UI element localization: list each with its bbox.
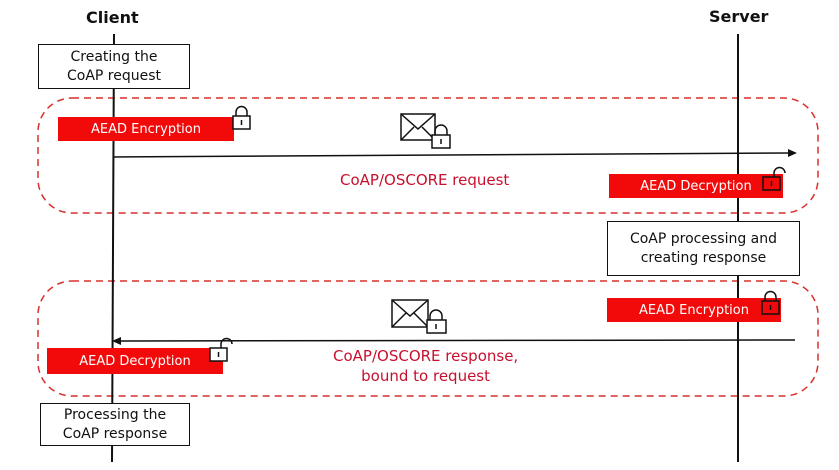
response-envelope-icon xyxy=(391,299,429,328)
create-request-box: Creating the CoAP request xyxy=(38,44,190,89)
request-encryption-label: AEAD Encryption xyxy=(58,117,234,141)
request-arrowhead xyxy=(788,149,797,157)
request-envelope-lock-icon xyxy=(431,124,451,149)
request-message-label: CoAP/OSCORE request xyxy=(340,171,510,189)
response-decryption-label: AEAD Decryption xyxy=(47,348,223,374)
response-envelope-lock-icon xyxy=(426,309,447,334)
process-response-box: Processing the CoAP response xyxy=(40,403,190,446)
response-message-label: CoAP/OSCORE response, bound to request xyxy=(333,347,519,385)
client-title: Client xyxy=(86,8,139,27)
server-title: Server xyxy=(709,7,769,26)
server-processing-box: CoAP processing and creating response xyxy=(607,221,800,276)
client-lifeline xyxy=(111,33,115,463)
request-envelope-icon xyxy=(400,113,436,141)
response-arrowhead xyxy=(112,337,121,345)
response-encryption-label: AEAD Encryption xyxy=(607,298,781,322)
request-arrow xyxy=(113,152,791,158)
request-decryption-label: AEAD Decryption xyxy=(609,174,783,198)
response-arrow xyxy=(120,339,796,342)
